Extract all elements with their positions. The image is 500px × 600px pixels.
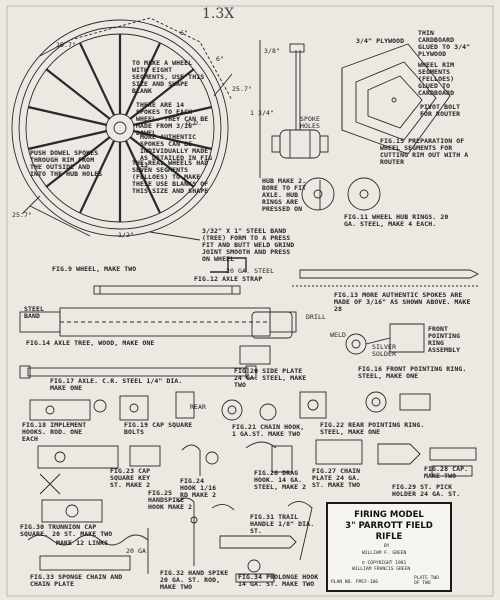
make12-links: MAKE 12 LINKS (56, 539, 109, 547)
wheel-push-dowel-note: PUSH DOWEL SPOKES THROUGH RIM FROM THE O… (30, 149, 103, 178)
silver-solder-label: SILVER SOLDER (372, 343, 397, 358)
hub-dim-b: 1 3/4" (250, 109, 275, 117)
fig14-caption: FIG.14 AXLE TREE, WOOD, MAKE ONE (26, 339, 155, 347)
fig23-caption: FIG.23 CAP SQUARE KEY ST. MAKE 2 (110, 467, 151, 489)
wheel-drawing (11, 17, 233, 241)
fig15-caption: FIG.15 PREPARATION OF WHEEL SEGMENTS FOR… (380, 137, 469, 166)
rear-label: REAR (190, 403, 207, 411)
fig30-caption: FIG.30 TRUNNION CAP SQUARE. 20 ST. MAKE … (20, 523, 113, 538)
fig31-caption: FIG.31 TRAIL HANDLE 1/8" DIA. ST. (250, 513, 315, 535)
router-fixture-drawing (341, 43, 451, 155)
fig27-caption: FIG.27 CHAIN PLATE 24 GA. ST. MAKE TWO (312, 467, 361, 489)
fig22-caption: FIG.22 REAR POINTING RING. STEEL, MAKE O… (320, 421, 425, 436)
fig17-caption: FIG.17 AXLE. C.R. STEEL 1/4" DIA. MAKE O… (50, 377, 183, 392)
wheel-segments-note: THE REAL WHEELS HAD SEVEN SEGMENTS (FELL… (132, 159, 209, 195)
wheel-spokes-note: THERE ARE 14 SPOKES TO EACH WHEEL. THEY … (136, 101, 209, 137)
wheel-outer-rim (11, 19, 229, 237)
wheel-dim-right: 6" (216, 55, 225, 63)
front-ring-drawing (345, 323, 425, 355)
fig32-caption: FIG.32 HAND SPIKE 20 GA. ST. ROD, MAKE T… (160, 569, 229, 591)
fig24-caption: FIG.24 HOOK 1/16 RD MAKE 2 (180, 477, 217, 499)
fig21-caption: FIG.21 CHAIN HOOK, 1 GA.ST. MAKE TWO (232, 423, 305, 438)
weld-label: WELD (330, 331, 347, 339)
fig16-caption: FIG.16 FRONT POINTING RING. STEEL, MAKE … (358, 365, 467, 380)
title-line-1: FIRING MODEL (354, 510, 424, 520)
fig13-caption: FIG.13 MORE AUTHENTIC SPOKES ARE MADE OF… (334, 291, 471, 313)
fixture-segments: WHEEL RIM SEGMENTS (FELLOES) GLUED TO CA… (418, 61, 455, 97)
front-ring-label: FRONT POINTING RING ASSEMBLY (428, 325, 461, 354)
title-copyright-holder: WILLIAM FRANCIS GREEN (352, 567, 411, 572)
title-copyright: © COPYRIGHT 1981 (362, 561, 407, 566)
hub-drawing (259, 40, 329, 210)
hub-dim-a: 3/8" (264, 47, 281, 55)
fig9-caption: FIG.9 WHEEL, MAKE TWO (52, 265, 137, 273)
wheel-make-note: TO MAKE A WHEEL WITH EIGHT SEGMENTS, USE… (132, 59, 205, 95)
hub-rings-drawing (301, 177, 381, 211)
axle-strap-drawing (210, 257, 247, 273)
wheel-dim-bottom: 1/2" (118, 231, 135, 239)
small-parts-drawings (29, 391, 477, 495)
title-plan-no: PLAN NO. FMCF-106 (331, 580, 379, 585)
strap-gauge: 20 GA. STEEL (226, 267, 275, 275)
hub-spoke-holes: SPOKE HOLES (300, 115, 321, 130)
title-line-2: 3" PARROTT FIELD (345, 521, 433, 531)
fig20-caption: FIG.20 SIDE PLATE 24 GA. STEEL, MAKE TWO (234, 367, 307, 389)
fig19-caption: FIG.19 CAP SQUARE BOLTS (124, 421, 193, 436)
hub-note: HUB MAKE 2. BORE TO FIT AXLE. HUB RINGS … (262, 177, 307, 213)
fixture-pivot: PIVOT BOLT FOR ROUTER (420, 103, 461, 118)
spoke-fig13-drawing (292, 269, 480, 287)
ga20-label: 20 GA. (126, 547, 151, 555)
title-author: WILLIAM F. GREEN (362, 551, 407, 556)
wheel-authentic-note: MORE AUTHENTIC SPOKES CAN BE INDIVIDUALL… (140, 133, 213, 169)
title-line-3: RIFLE (375, 532, 403, 542)
fig33-caption: FIG.33 SPONGE CHAIN AND CHAIN PLATE (30, 573, 123, 588)
fig11-caption: FIG.11 WHEEL HUB RINGS. 20 GA. STEEL, MA… (344, 213, 449, 228)
lower-parts-drawings (27, 497, 313, 583)
fig34-caption: FIG.34 PROLONGE HOOK 14 GA. ST. MAKE TWO (238, 573, 319, 588)
wheel-angle-left: 25.7° (56, 41, 77, 49)
fig29-caption: FIG.29 ST. PICK HOLDER 24 GA. ST. (392, 483, 461, 498)
wheel-od: O.D. (186, 119, 203, 127)
fixture-card-note: THIN CARDBOARD GLUED TO 3/4" PLYWOOD (418, 29, 471, 58)
scale-note: 1.3X (202, 6, 235, 22)
fig18-caption: FIG.18 IMPLEMENT HOOKS. ROD. ONE EACH (22, 421, 87, 443)
fig12-caption: FIG.12 AXLE STRAP (194, 275, 263, 283)
fig25-caption: FIG.25 HANDSPIKE HOOK MAKE 2 (148, 489, 193, 511)
wheel-spokes (27, 34, 213, 222)
fig26-caption: FIG.26 DRAG HOOK. 14 GA. STEEL, MAKE 2 (254, 469, 307, 491)
page-border (6, 5, 494, 597)
title-block: FIRING MODEL 3" PARROTT FIELD RIFLE BY W… (326, 502, 452, 592)
steel-band-label: STEEL BAND (24, 305, 45, 320)
steel-band-note: 3/32" X 1" STEEL BAND (TREE) FORM TO A P… (202, 227, 295, 263)
wheel-dim-top: 6" (180, 29, 189, 37)
side-plate-drawing (239, 311, 293, 365)
axle-fig17-drawing (19, 365, 257, 379)
title-plate: PLATE TWO OF TWO (414, 576, 439, 586)
title-by: BY (384, 544, 390, 549)
fig28-caption: FIG.28 CAP. MAKE TWO (424, 465, 469, 480)
fig10-bar-drawing (93, 285, 241, 295)
wheel-angle-right: 25.7° (232, 85, 253, 93)
fixture-plywood: 3/4" PLYWOOD (356, 37, 405, 45)
drill-label: DRILL (306, 313, 327, 321)
wheel-deg-left: 25.7° (12, 211, 33, 219)
